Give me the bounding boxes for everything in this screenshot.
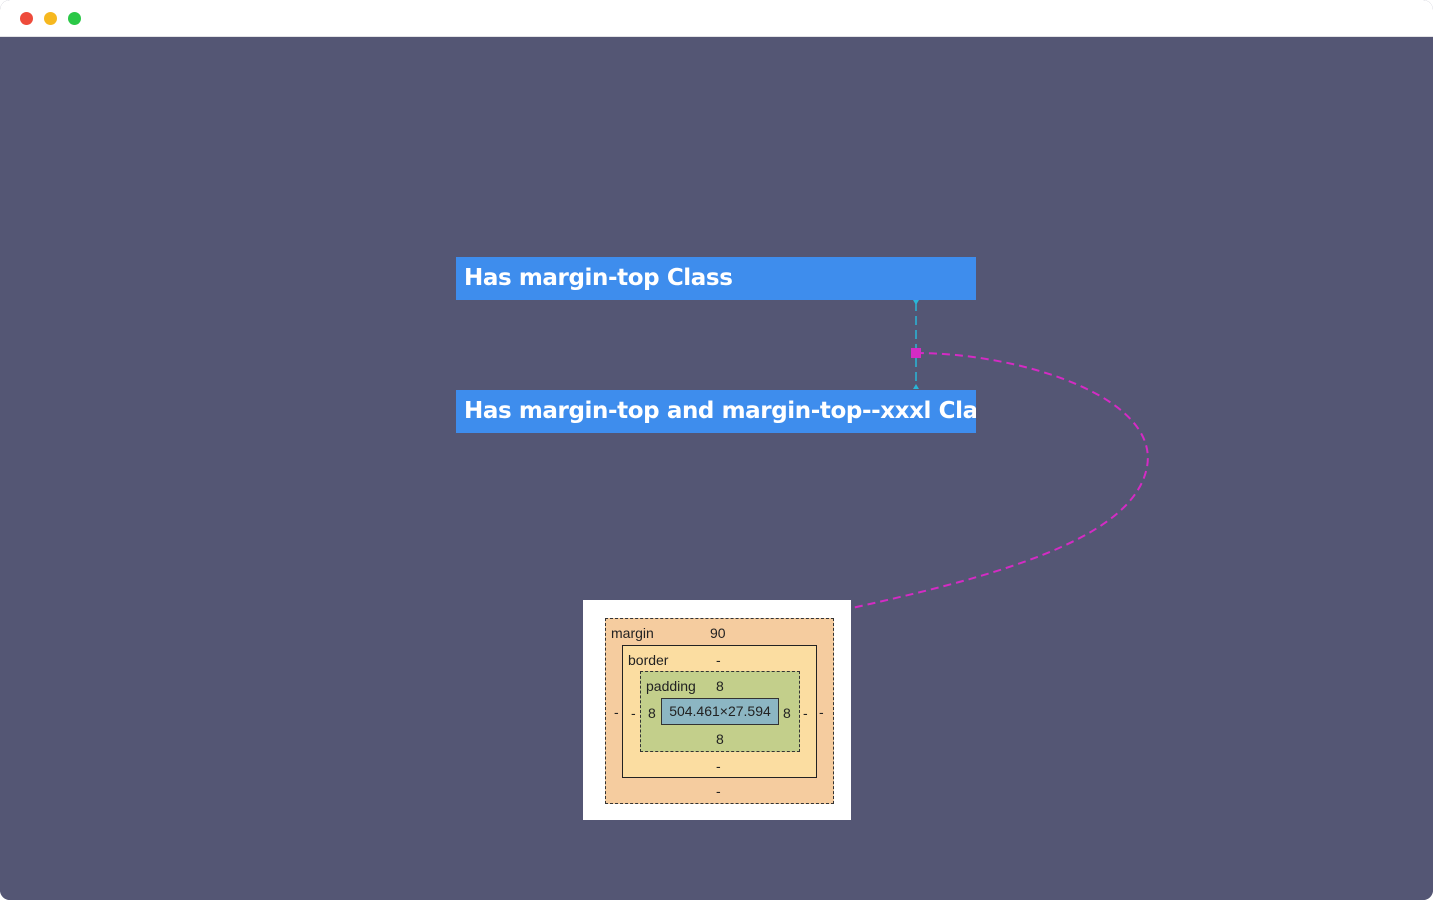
margin-label: margin <box>611 625 654 641</box>
close-window-button[interactable] <box>20 12 33 25</box>
margin-bottom-value[interactable]: - <box>716 783 721 799</box>
guide-top-arrow-icon <box>913 300 919 305</box>
zoom-window-button[interactable] <box>68 12 81 25</box>
guide-bottom-arrow-icon <box>913 384 919 389</box>
border-bottom-value[interactable]: - <box>716 758 721 774</box>
padding-right-value[interactable]: 8 <box>783 705 791 721</box>
page-content: Has margin-top Class Has margin-top and … <box>0 37 1433 900</box>
box-model-panel: margin 90 - - - border - - - - padding 8… <box>583 600 851 820</box>
margin-top-value[interactable]: 90 <box>710 625 726 641</box>
margin-top-xxxl-heading: Has margin-top and margin-top--xxxl Clas… <box>456 390 976 433</box>
window-titlebar <box>0 0 1433 37</box>
border-top-value[interactable]: - <box>716 652 721 668</box>
box-model-padding: padding 8 8 8 8 504.461×27.594 <box>640 671 800 752</box>
margin-left-value[interactable]: - <box>614 704 619 720</box>
padding-top-value[interactable]: 8 <box>716 678 724 694</box>
annotation-anchor-dot <box>911 348 921 358</box>
margin-right-value[interactable]: - <box>819 704 824 720</box>
minimize-window-button[interactable] <box>44 12 57 25</box>
box-model-border: border - - - - padding 8 8 8 8 504.461×2… <box>622 645 817 778</box>
border-label: border <box>628 652 669 668</box>
margin-top-heading: Has margin-top Class <box>456 257 976 300</box>
border-left-value[interactable]: - <box>631 705 636 721</box>
box-model-content-size[interactable]: 504.461×27.594 <box>661 698 779 725</box>
border-right-value[interactable]: - <box>803 705 808 721</box>
padding-bottom-value[interactable]: 8 <box>716 731 724 747</box>
padding-label: padding <box>646 678 696 694</box>
padding-left-value[interactable]: 8 <box>648 705 656 721</box>
box-model-margin: margin 90 - - - border - - - - padding 8… <box>605 618 834 804</box>
